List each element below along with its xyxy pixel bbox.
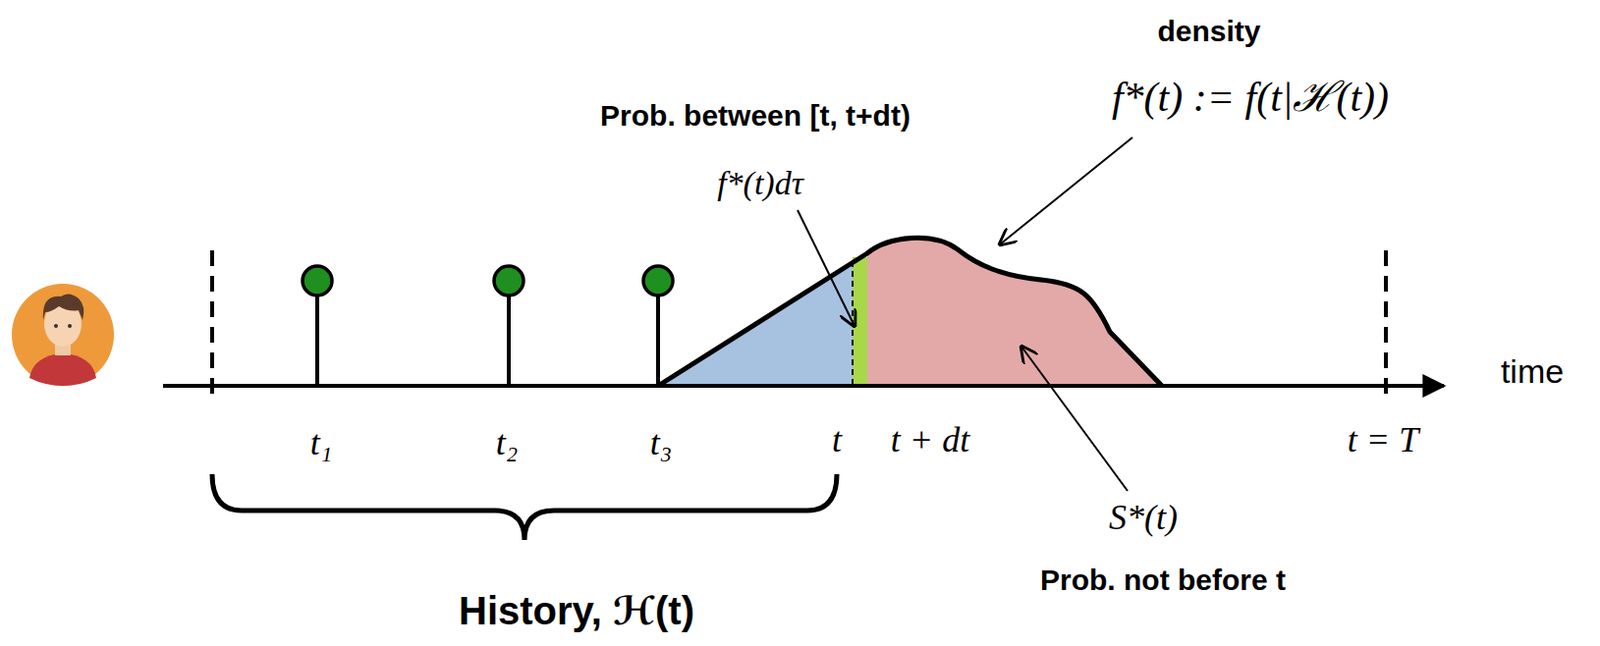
leader-line [797,210,855,327]
formula: S*(t) [1108,498,1178,539]
survival-region [867,237,1162,387]
annotation-heading: Prob. between [t, t+dt) [600,99,911,132]
tick-label: t₃ [650,424,673,464]
history-brace [212,474,837,541]
brace-label: History, ℋ(t) [458,589,695,633]
start-boundary [210,250,215,398]
leader-line [1021,346,1128,492]
end-boundary [1383,250,1388,398]
interval-strip [852,257,868,387]
formula: f*(t) := f(t|ℋ(t)) [1111,74,1389,120]
axis-label: time [1500,353,1564,390]
tick-label: t [831,421,842,461]
annotation-heading: density [1157,14,1261,48]
tick-label: t = T [1347,421,1419,461]
annotation-heading: Prob. not before t [1040,563,1286,597]
tick-label: t + dt [890,421,970,461]
event-stems [302,266,673,387]
leader-line [999,137,1133,245]
tick-label: t₁ [310,424,333,464]
density-curve [658,237,1162,387]
tick-label: t₂ [496,424,519,464]
user-avatar [11,283,114,387]
time-axis [163,384,1444,388]
formula: f*(t)dτ [717,165,804,202]
